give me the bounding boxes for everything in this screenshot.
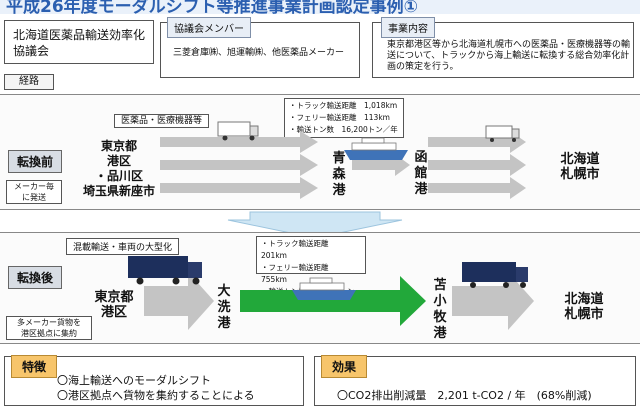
after-ferry-icon [292,277,356,300]
before-origin-line2: 港区 [106,154,131,168]
before-port2: 函館港 [414,150,428,197]
after-stat-truck: ・トラック輸送距離 201km [261,239,336,260]
route-label: 経路 [4,74,54,90]
after-dest-line1: 北海道 [564,292,604,307]
after-origin-line1: 東京都 [94,290,134,305]
council-name-line1: 北海道医薬品輸送効率化 [13,28,146,42]
before-stats: ・トラック輸送距離 1,018km ・フェリー輸送距離 113km ・輸送トン数… [284,98,404,138]
after-port2: 苫小牧港 [433,278,447,341]
before-port1: 青森港 [332,151,346,198]
before-stat-tons: ・輸送トン数 16,200トン／年 [289,125,398,134]
before-arrow-5 [428,131,526,153]
project-box: 事業内容 東京都港区等から北海道札幌市への医薬品・医療機器等の輸送について、トラ… [372,17,634,78]
effects-header: 効果 [321,355,368,378]
after-note-line1: 多メーカー貨物を [17,318,81,327]
before-origin-line4: 埼玉県新座市 [82,184,155,198]
before-origin-line3: ・品川区 [94,169,143,183]
banner-title: 平成26年度モーダルシフト等推進事業計画認定事例① [6,0,419,14]
features-header: 特徴 [11,355,58,378]
before-note-line2: に発送 [22,193,46,202]
route-label-text: 経路 [19,76,39,87]
after-goods: 混載輸送・車両の大型化 [66,238,180,255]
council-name-line2: 協議会 [13,44,50,58]
members-header: 協議会メンバー [167,17,251,38]
after-truck2-icon [462,262,528,288]
council-box: 北海道医薬品輸送効率化 協議会 [4,20,154,64]
before-stat-truck: ・トラック輸送距離 1,018km [289,101,398,110]
effects-line1: 〇CO2排出削減量 2,201 t-CO2 / 年 (68%削減) [337,389,592,402]
before-arrow-3 [160,177,318,199]
before-arrows [160,121,526,199]
before-arrow-1 [160,131,318,153]
before-goods: 医薬品・医療機器等 [114,114,210,128]
after-truck-icon [128,256,202,285]
after-dest: 北海道 札幌市 [552,292,616,322]
before-origin-line1: 東京都 [100,139,137,153]
top-banner: 平成26年度モーダルシフト等推進事業計画認定事例① [0,0,640,14]
before-dest-line2: 札幌市 [560,167,600,182]
features-line1: 〇海上輸送へのモーダルシフト [57,374,211,387]
before-arrow-2 [160,154,318,176]
members-text: 三菱倉庫㈱、旭運輸㈱、他医薬品メーカー [173,48,345,58]
after-origin: 東京都 港区 [86,290,142,320]
after-port1: 大洗港 [217,284,231,331]
features-line2: 〇港区拠点へ貨物を集約することによる [57,389,255,402]
project-header: 事業内容 [381,17,435,38]
before-arrow-7 [428,177,526,199]
effects-box: 効果 〇CO2排出削減量 2,201 t-CO2 / 年 (68%削減) [314,355,636,406]
after-arrow-truck1 [144,272,214,330]
before-dest: 北海道 札幌市 [548,152,612,182]
before-stat-ferry: ・フェリー輸送距離 113km [289,113,390,122]
before-label: 転換前 [8,150,63,173]
after-dest-line2: 札幌市 [564,307,604,322]
before-note-line1: メーカー毎 [14,182,54,191]
before-truck-icon [217,121,259,141]
after-note: 多メーカー貨物を 港区拠点に集約 [6,316,92,340]
after-origin-line2: 港区 [100,305,127,320]
before-dest-line1: 北海道 [560,152,600,167]
before-ferry-icon [344,137,408,160]
before-origin: 東京都 港区 ・品川区 埼玉県新座市 [74,139,164,199]
members-box: 協議会メンバー 三菱倉庫㈱、旭運輸㈱、他医薬品メーカー [160,17,360,78]
project-text: 東京都港区等から北海道札幌市への医薬品・医療機器等の輸送について、トラックから海… [387,40,631,72]
features-box: 特徴 〇海上輸送へのモーダルシフト 〇港区拠点へ貨物を集約することによる [4,355,304,406]
before-note: メーカー毎 に発送 [6,180,62,204]
after-note-line2: 港区拠点に集約 [21,329,77,338]
after-stat-ferry: ・フェリー輸送距離 755km [261,263,336,284]
features-text: 〇海上輸送へのモーダルシフト 〇港区拠点へ貨物を集約することによる [57,373,255,403]
after-label: 転換後 [8,266,63,289]
before-arrow-6 [428,154,526,176]
after-arrow-ferry [240,276,426,326]
before-truck2-icon [485,125,520,142]
